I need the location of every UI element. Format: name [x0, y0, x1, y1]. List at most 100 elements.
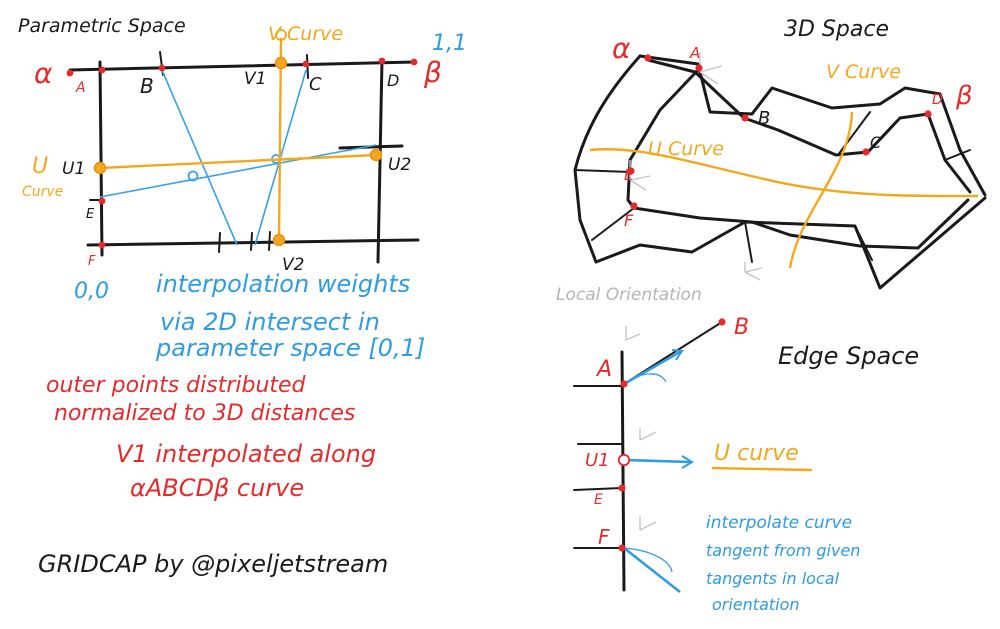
edge-e-point: [618, 484, 626, 492]
edge-note-line-4: orientation: [712, 595, 800, 614]
edge-u-curve-label: U curve: [714, 441, 799, 466]
u-curve-edge: [711, 466, 813, 472]
bottom-tick-3: [268, 231, 271, 251]
beta-point: [410, 58, 418, 66]
u-curve-line: [99, 153, 377, 170]
red-note-line-3: V1 interpolated along: [116, 440, 376, 468]
bottom-tick-1: [218, 232, 221, 253]
credit-text: GRIDCAP by @pixeljetstream: [38, 550, 388, 578]
u2-label: U2: [388, 155, 411, 175]
b-label: B: [140, 74, 154, 98]
beta-label: β: [423, 56, 442, 89]
edge-note-line-1: interpolate curve: [706, 513, 852, 533]
b-point: [158, 64, 166, 72]
right-tick-line: [338, 144, 404, 150]
u-label: U: [32, 154, 48, 179]
blue-note-line-2: via 2D intersect in: [160, 308, 380, 336]
top-edge: [68, 60, 417, 72]
edge-u1-point: [617, 453, 631, 467]
edge-orientation-f: [639, 516, 657, 531]
f-point: [98, 241, 106, 249]
blue-e-line: [99, 144, 377, 198]
bottom-tick-2: [250, 232, 253, 251]
red-note-line-4: αABCDβ curve: [130, 474, 304, 502]
d-label: D: [387, 71, 399, 90]
edge-a-point: [620, 380, 628, 388]
a-3d-label: A: [689, 44, 700, 62]
red-note-line-2: normalized to 3D distances: [54, 401, 355, 426]
b-3d-point: [741, 114, 749, 122]
blue-note-line-3: parameter space [0,1]: [155, 334, 425, 362]
space-3d-title: 3D Space: [784, 17, 889, 42]
notes: interpolation weights via 2D intersect i…: [38, 270, 425, 578]
edge-u1-label: U1: [585, 450, 610, 471]
blue-note-line-1: interpolation weights: [156, 270, 410, 298]
edge-b-point: [718, 318, 726, 326]
e-label: E: [86, 207, 95, 222]
d-3d-point: [924, 110, 932, 118]
edge-space-diagram: Edge Space A B U1 E F U curve interpolat…: [573, 315, 919, 614]
cross-edge-e: [574, 169, 631, 173]
corner-00-label: 0,0: [74, 279, 109, 304]
curve-label: Curve: [22, 184, 63, 200]
f-3d-label: F: [624, 211, 634, 230]
f-3d-point: [630, 202, 638, 210]
edge-vertical-line: [620, 350, 626, 592]
cross-edge-f: [591, 207, 635, 241]
inner-bottom-edge: [632, 198, 970, 250]
v-curve-3d-label: V Curve: [826, 61, 901, 83]
edge-e-label: E: [594, 492, 603, 508]
parametric-space-diagram: Parametric Space V Curve 1,1 0,0 α β A B…: [18, 15, 467, 304]
right-edge: [376, 58, 384, 264]
u1-label: U1: [62, 159, 85, 179]
c-3d-label: C: [870, 133, 882, 152]
v2-point: [272, 233, 286, 247]
inner-top-edge: [646, 58, 972, 194]
v-curve-3d: [788, 111, 854, 269]
edge-space-title: Edge Space: [778, 342, 919, 370]
v1-point: [274, 56, 288, 70]
edge-orientation-a: [625, 326, 641, 341]
c-3d-point: [862, 148, 870, 156]
outer-top-edge: [638, 54, 987, 197]
c-point: [302, 60, 310, 68]
cross-edge-bottom-2: [854, 225, 873, 261]
a-3d-point: [695, 64, 703, 72]
left-edge: [98, 60, 104, 257]
tangent-a-head: [671, 349, 684, 361]
alpha-point: [66, 69, 74, 77]
local-orientation-legend: [744, 262, 763, 281]
v-curve-line: [277, 37, 283, 241]
edge-orientation-u1: [639, 428, 657, 441]
tangent-a-fan: [623, 373, 667, 385]
parametric-title: Parametric Space: [18, 15, 186, 37]
space-3d-diagram: 3D Space V Curve U Curve α β A B C D E F…: [556, 17, 987, 305]
b-3d-label: B: [758, 108, 770, 129]
beta-3d-label: β: [955, 81, 973, 111]
intersection-point: [187, 170, 199, 182]
alpha-3d-label: α: [612, 32, 631, 65]
tangent-u1-head: [681, 455, 694, 469]
e-point: [98, 197, 106, 205]
a-point: [98, 66, 106, 74]
edge-f-label: F: [598, 525, 610, 549]
red-note-line-1: outer points distributed: [46, 373, 307, 398]
c-label: C: [309, 74, 322, 95]
d-point: [378, 57, 386, 65]
edge-f-point: [618, 544, 626, 552]
e-3d-point: [627, 167, 635, 175]
v-curve-label: V Curve: [268, 23, 343, 45]
tangent-f: [623, 546, 681, 594]
cross-edge-right: [944, 149, 971, 161]
alpha-3d-point: [644, 54, 652, 62]
f-label: F: [88, 254, 96, 269]
edge-a-label: A: [595, 357, 612, 382]
blue-b-line: [161, 69, 238, 246]
edge-e-tick: [573, 487, 623, 491]
edge-b-label: B: [734, 315, 749, 340]
local-orientation-label: Local Orientation: [556, 285, 702, 305]
cross-edge-bottom-1: [744, 221, 753, 263]
tangent-f-fan: [623, 547, 673, 573]
u2-point: [369, 148, 383, 162]
e-3d-label: E: [624, 166, 634, 184]
